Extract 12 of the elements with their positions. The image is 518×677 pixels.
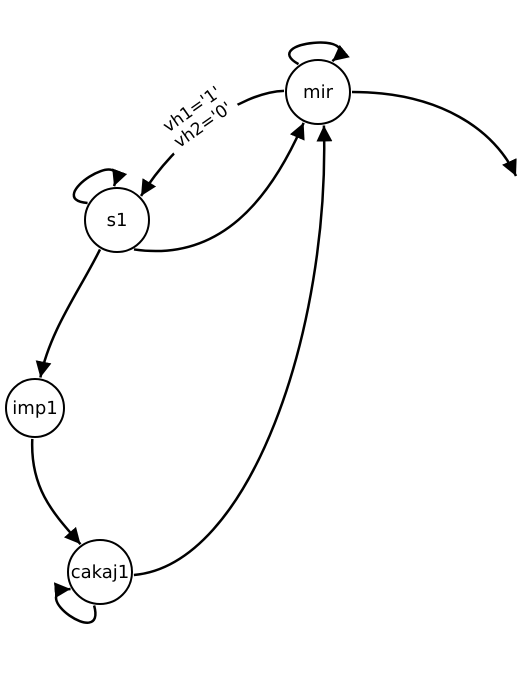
state-name: imp1	[12, 398, 58, 418]
arrow	[31, 438, 82, 545]
state-name: s1	[106, 210, 128, 230]
state-circle	[84, 187, 150, 253]
arrow	[352, 90, 518, 177]
self-loop-arrow	[72, 168, 126, 204]
state-name: cakaj1	[70, 562, 130, 582]
self-loop-arrow	[53, 584, 97, 624]
self-loop-arrow	[288, 41, 350, 66]
arrow	[134, 125, 332, 576]
state-name: mir	[303, 82, 333, 102]
arrow	[36, 248, 102, 378]
